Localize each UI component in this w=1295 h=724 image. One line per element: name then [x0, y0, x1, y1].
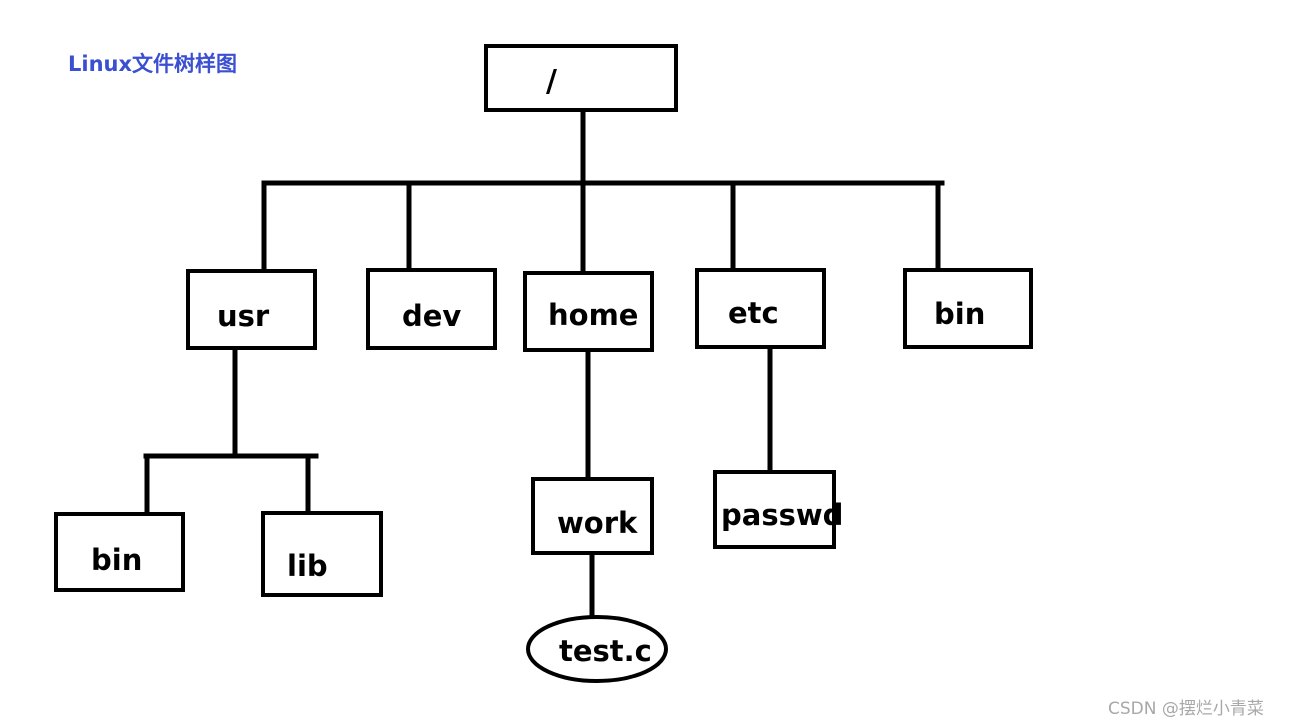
node-work-label: work: [557, 506, 638, 540]
node-passwd-label: passwd: [721, 498, 843, 532]
node-testc-label: test.c: [559, 634, 652, 668]
node-testc: test.c: [526, 615, 668, 683]
node-usr-bin: bin: [54, 512, 185, 592]
node-home: home: [523, 271, 654, 352]
node-dev: dev: [366, 268, 497, 350]
node-bin: bin: [903, 268, 1033, 349]
node-home-box: [523, 271, 654, 352]
node-work-box: [531, 477, 654, 555]
node-usr-lib: lib: [261, 511, 383, 597]
node-usr-box: [186, 269, 317, 350]
node-bin-label: bin: [934, 297, 985, 331]
diagram-title: Linux文件树样图: [68, 52, 238, 76]
node-passwd-box: [713, 470, 836, 549]
node-usr: usr: [186, 269, 317, 350]
node-usr-label: usr: [217, 299, 270, 333]
watermark: CSDN @摆烂小青菜: [1108, 699, 1264, 719]
node-root-label: /: [546, 64, 557, 99]
node-work: work: [531, 477, 654, 555]
node-bin-box: [903, 268, 1033, 349]
node-usr-bin-box: [54, 512, 185, 592]
node-home-label: home: [548, 298, 638, 332]
node-usr-lib-label: lib: [287, 549, 328, 583]
node-passwd: passwd: [713, 470, 843, 549]
tree-edges: [143, 107, 945, 621]
node-root-box: [484, 44, 678, 112]
node-usr-bin-label: bin: [91, 543, 142, 577]
node-root: /: [484, 44, 678, 112]
node-usr-lib-box: [261, 511, 383, 597]
node-testc-ellipse: [526, 615, 668, 683]
node-etc-label: etc: [728, 296, 779, 330]
node-dev-label: dev: [402, 299, 461, 333]
node-etc: etc: [695, 268, 826, 349]
node-etc-box: [695, 268, 826, 349]
node-dev-box: [366, 268, 497, 350]
